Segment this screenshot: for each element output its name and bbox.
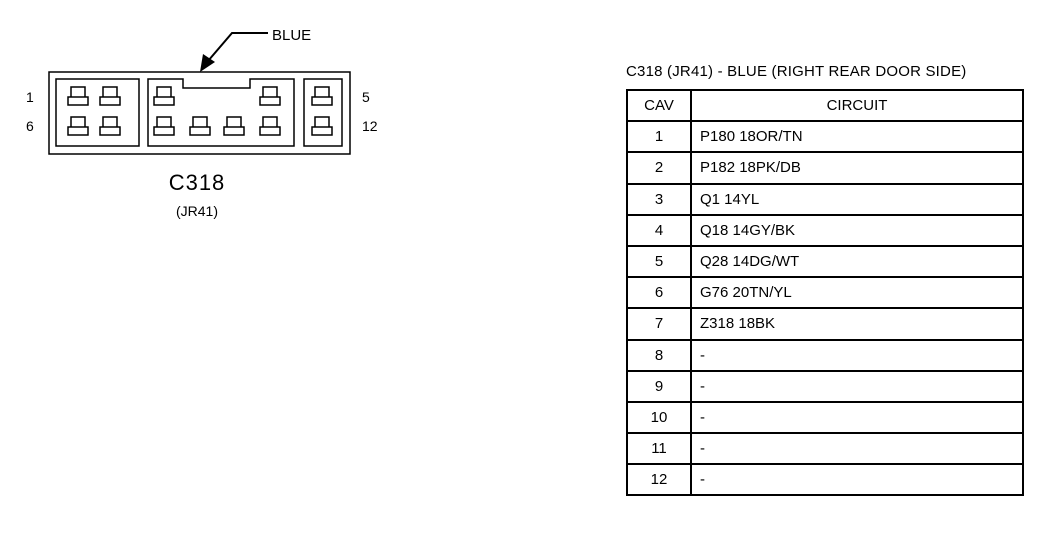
cav-cell: 4 <box>626 213 692 247</box>
circuit-cell: G76 20TN/YL <box>690 276 1024 310</box>
circuit-cell: Q18 14GY/BK <box>690 213 1024 247</box>
circuit-cell: - <box>690 338 1024 372</box>
cav-cell: 9 <box>626 369 692 403</box>
terminal-cavity <box>67 116 89 136</box>
circuit-cell: Q1 14YL <box>690 182 1024 216</box>
table-header-row: CAV CIRCUIT <box>626 88 1024 123</box>
circuit-cell: - <box>690 432 1024 466</box>
cav-cell: 11 <box>626 432 692 466</box>
circuit-cell: - <box>690 369 1024 403</box>
color-callout: BLUE <box>200 27 311 72</box>
center-pin-block <box>147 78 295 147</box>
callout-arrowhead <box>200 54 215 72</box>
terminal-cavity <box>311 116 333 136</box>
cav-cell: 6 <box>626 276 692 310</box>
circuit-cell: Q28 14DG/WT <box>690 244 1024 279</box>
terminal-cavity <box>259 116 281 136</box>
table-row: 11- <box>626 432 1024 466</box>
pin-label-top-left: 1 <box>26 89 34 105</box>
connector-name: C318 <box>169 170 226 195</box>
cav-cell: 7 <box>626 307 692 341</box>
terminal-cavity <box>223 116 245 136</box>
cav-cell: 10 <box>626 400 692 435</box>
terminal-cavity <box>153 116 175 136</box>
callout-leader-line <box>207 32 268 62</box>
circuit-cell: - <box>690 400 1024 435</box>
terminal-cavity <box>67 86 89 106</box>
cav-cell: 3 <box>626 182 692 216</box>
table-title: C318 (JR41) - BLUE (RIGHT REAR DOOR SIDE… <box>626 63 967 80</box>
cav-cell: 2 <box>626 151 692 185</box>
circuit-cell: - <box>690 463 1024 497</box>
column-header-circuit: CIRCUIT <box>690 88 1024 123</box>
callout-label: BLUE <box>272 27 311 44</box>
terminal-cavity <box>189 116 211 136</box>
table-row: 12- <box>626 463 1024 497</box>
pin-label-bottom-left: 6 <box>26 118 34 134</box>
table-row: 8- <box>626 338 1024 372</box>
terminal-cavity <box>259 86 281 106</box>
right-pin-block <box>303 78 343 147</box>
pin-label-bottom-right: 12 <box>362 118 378 134</box>
circuit-cell: Z318 18BK <box>690 307 1024 341</box>
connector-diagram: BLUE 1 6 5 12 C318 (JR41) <box>26 27 378 219</box>
terminal-cavity <box>311 86 333 106</box>
cav-cell: 8 <box>626 338 692 372</box>
terminal-cavity <box>153 86 175 106</box>
terminal-cavity <box>99 116 121 136</box>
circuit-cell: P182 18PK/DB <box>690 151 1024 185</box>
cav-cell: 1 <box>626 120 692 154</box>
pin-label-top-right: 5 <box>362 89 370 105</box>
connector-code: (JR41) <box>176 203 218 219</box>
column-header-cav: CAV <box>626 88 692 123</box>
connector-outline <box>48 71 351 155</box>
cavity-group <box>67 86 333 136</box>
table-row: 9- <box>626 369 1024 403</box>
terminal-cavity <box>99 86 121 106</box>
left-pin-block <box>55 78 140 147</box>
table-row: 10- <box>626 400 1024 435</box>
cav-cell: 5 <box>626 244 692 279</box>
connector-body <box>48 71 351 155</box>
circuit-cell: P180 18OR/TN <box>690 120 1024 154</box>
cav-cell: 12 <box>626 463 692 497</box>
